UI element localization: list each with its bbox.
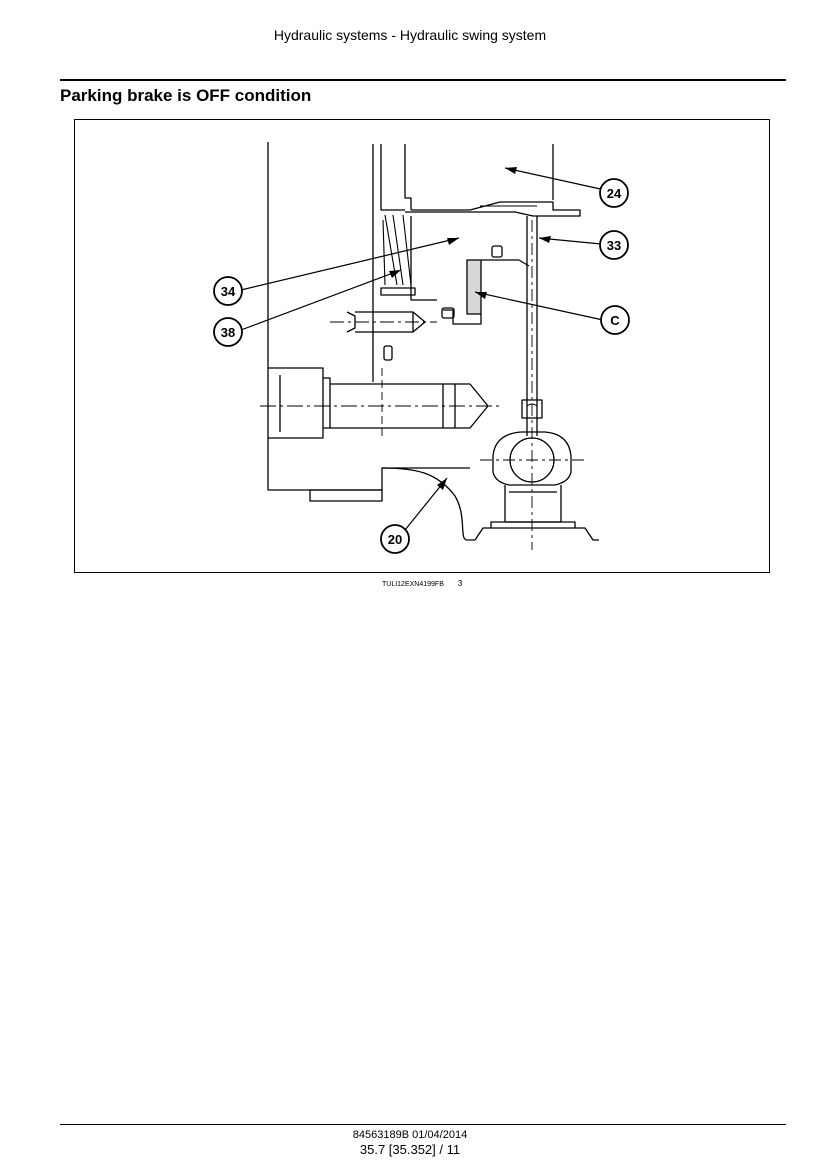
- springs-38: [382, 214, 412, 286]
- callout-33: 33: [599, 230, 629, 260]
- small-block-top: [491, 245, 503, 258]
- callout-34: 34: [213, 276, 243, 306]
- callout-c: C: [600, 305, 630, 335]
- callout-38-label: 38: [221, 325, 235, 340]
- upper-body-inner: [380, 144, 412, 211]
- large-bolt-head-inner: [279, 375, 331, 432]
- mount-flange: [474, 527, 599, 541]
- callout-20: 20: [380, 524, 410, 554]
- callout-33-label: 33: [607, 238, 621, 253]
- figure-frame: 24 33 34 38 C 20: [74, 119, 770, 573]
- arrowheads: [389, 167, 551, 490]
- body-curve-20: [381, 467, 475, 541]
- callout-34-label: 34: [221, 284, 236, 299]
- large-bolt-head: [268, 367, 324, 439]
- figure-caption-number: 3: [457, 579, 463, 588]
- callout-20-label: 20: [388, 532, 402, 547]
- running-header: Hydraulic systems - Hydraulic swing syst…: [273, 27, 547, 43]
- callout-24: 24: [599, 178, 629, 208]
- ball-base: [504, 485, 562, 523]
- brake-disc-c: [466, 259, 482, 315]
- footer-divider: [60, 1124, 786, 1125]
- leader-lines: [240, 167, 606, 531]
- ball-housing: [492, 431, 572, 486]
- footer-doc-ref: 84563189B 01/04/2014: [352, 1129, 468, 1141]
- spring-plate: [405, 201, 581, 217]
- figure-caption: TULI12EXN4199FB 3: [382, 579, 462, 588]
- piston-block: [410, 216, 437, 301]
- header-divider: [60, 79, 786, 81]
- housing-foot: [309, 489, 383, 502]
- rod-line-1: [526, 260, 538, 410]
- callout-38: 38: [213, 317, 243, 347]
- disc-carrier: [443, 259, 530, 325]
- callout-24-label: 24: [607, 186, 622, 201]
- callout-c-label: C: [610, 313, 620, 328]
- mount-flange-inner: [490, 521, 576, 528]
- figure-caption-code: TULI12EXN4199FB: [382, 581, 444, 588]
- parking-brake-diagram: 24 33 34 38 C 20: [213, 142, 630, 554]
- small-block-low: [441, 307, 455, 319]
- spring-cap: [380, 287, 416, 296]
- footer-page-number: 35.7 [35.352] / 11: [359, 1142, 461, 1157]
- shaft-33: [526, 216, 538, 260]
- section-title: Parking brake is OFF condition: [60, 86, 312, 105]
- pin: [383, 345, 393, 361]
